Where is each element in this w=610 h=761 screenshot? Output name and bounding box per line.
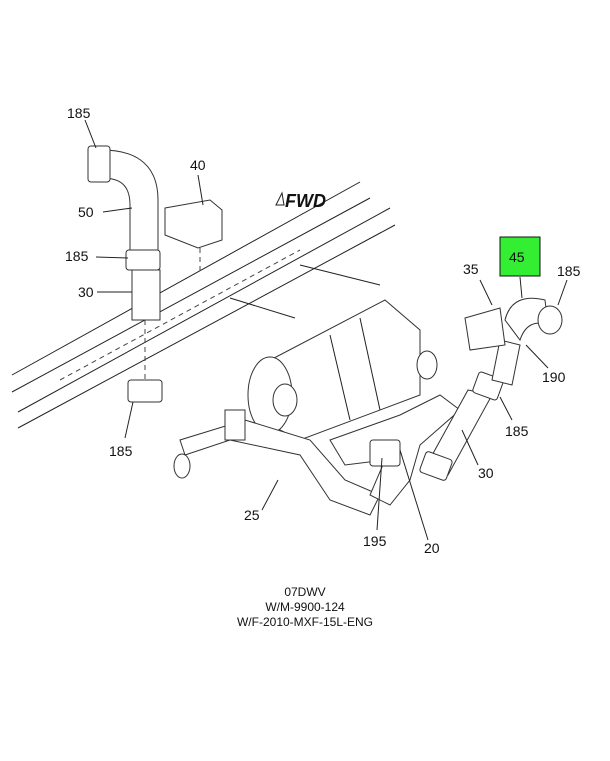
- clamp-195: [369, 439, 401, 467]
- lower-pipes: [173, 394, 461, 516]
- callout-185-right-top: 185: [557, 263, 581, 279]
- callout-185-left: 185: [65, 248, 89, 264]
- callout-185-top: 185: [67, 105, 91, 121]
- caption-line-3: W/F-2010-MXF-15L-ENG: [236, 615, 374, 629]
- callout-185-right-low: 185: [505, 423, 529, 439]
- caption-line-1: 07DWV: [284, 585, 326, 599]
- pipe-30-left: [131, 269, 161, 321]
- callout-40: 40: [190, 157, 206, 173]
- callout-195: 195: [363, 533, 387, 549]
- clamp-185-left: [125, 249, 161, 271]
- frame-rails: [11, 181, 396, 429]
- callout-25: 25: [244, 507, 260, 523]
- callout-50: 50: [78, 204, 94, 220]
- highlight-box-45: [499, 236, 541, 277]
- callout-30-right: 30: [478, 465, 494, 481]
- leader-lines: [84, 119, 568, 541]
- callout-30-left: 30: [78, 284, 94, 300]
- clamp-185-right-top: [537, 305, 563, 335]
- aftertreatment-canister: [247, 299, 438, 441]
- callouts: 185 50 40 185 30 185 25 195 20 30 185 19…: [65, 105, 581, 556]
- rods: [229, 264, 381, 319]
- bracket-40: [164, 199, 223, 272]
- callout-185-bottom-left: 185: [109, 443, 133, 459]
- caption-line-2: W/M-9900-124: [265, 600, 345, 614]
- bracket-35: [464, 307, 506, 351]
- right-pipe-assembly: [419, 297, 563, 481]
- fwd-indicator: FWD: [275, 191, 326, 211]
- left-pipe-assembly: [87, 145, 163, 403]
- callout-45: 45: [509, 249, 525, 265]
- clamp-185-bottom-left: [127, 379, 163, 403]
- callout-20: 20: [424, 540, 440, 556]
- hose-190: [491, 339, 521, 386]
- callout-35: 35: [463, 261, 479, 277]
- fwd-label: FWD: [285, 191, 326, 211]
- callout-190: 190: [542, 369, 566, 385]
- fwd-arrow-icon: [275, 191, 285, 206]
- clamp-185-top: [87, 145, 111, 183]
